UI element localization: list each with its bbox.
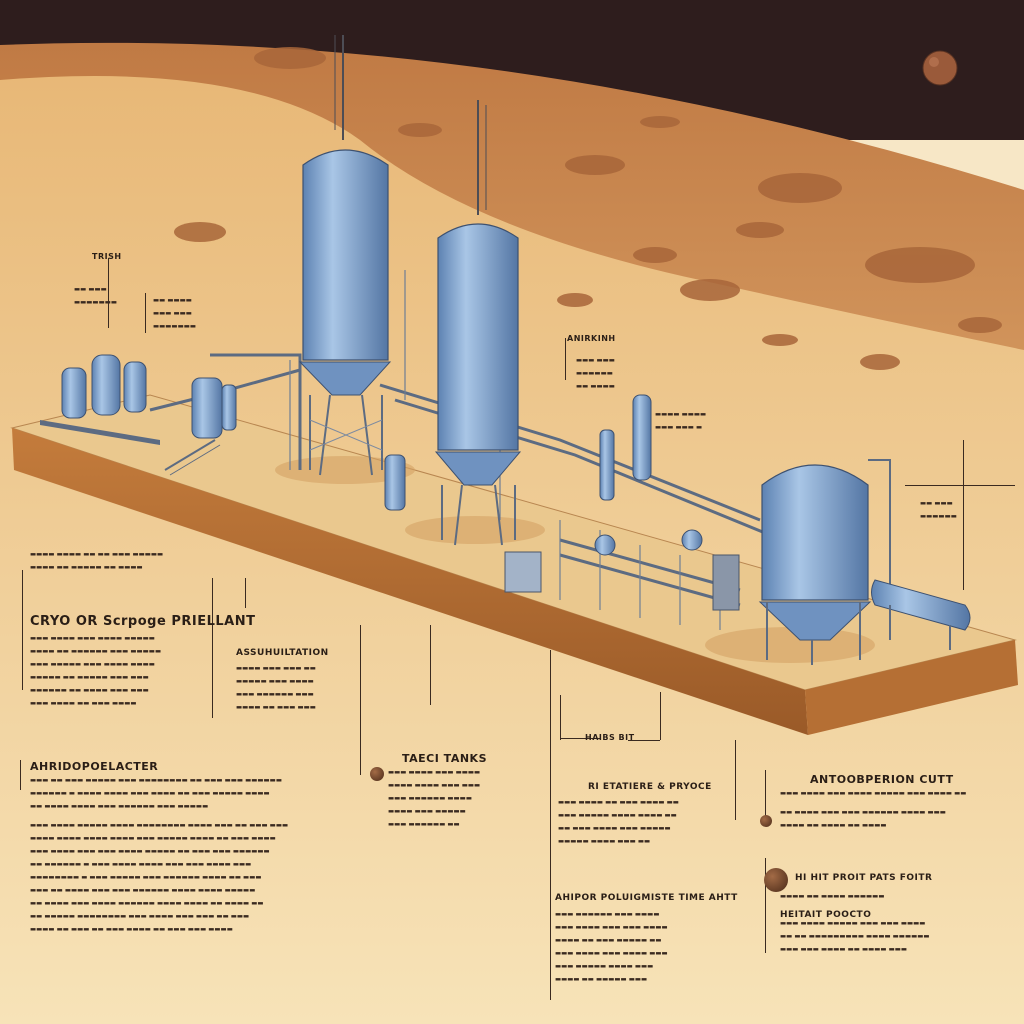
leader-line [212,578,213,718]
storage-silo-icon [758,459,891,665]
leader-line [550,650,551,1000]
planet-icon [922,50,958,86]
effluent-text: ▬▬▬ ▬▬▬▬ ▬▬ ▬▬▬ ▬▬▬▬ ▬▬▬▬▬ ▬▬▬▬▬ ▬▬▬▬ ▬▬… [558,798,679,845]
sub-title-center: ASSUHUILTATION [236,648,329,658]
tank-tag-mid: ANIRKINH [567,334,616,343]
leader-line [765,770,766,825]
column-tag-text: ▬▬▬▬ ▬▬▬▬▬▬▬ ▬▬▬ ▬ [655,410,707,431]
leader-line [963,440,964,590]
liquid-title: AHRIDOPOELACTER [30,760,159,773]
tank-tag-top-text: ▬▬ ▬▬▬▬▬▬▬▬▬▬ [74,285,117,306]
leader-line [765,858,766,953]
leader-line [905,485,1015,486]
sub-center-text: ▬▬▬▬ ▬▬▬ ▬▬▬ ▬▬▬▬▬▬▬ ▬▬▬ ▬▬▬▬▬▬▬ ▬▬▬▬▬▬ … [236,664,316,711]
tank-tag-left-text: ▬▬ ▬▬▬▬▬▬▬ ▬▬▬▬▬▬▬▬▬▬ [153,296,196,330]
leader-line [560,738,600,739]
leader-line [430,625,431,705]
tanks-text: ▬▬▬ ▬▬▬▬ ▬▬▬ ▬▬▬▬▬▬▬▬ ▬▬▬▬ ▬▬▬ ▬▬▬▬▬▬ ▬▬… [388,768,481,828]
effluent-title: RI ETATIERE & PRYOCE [588,782,712,792]
tank-tag-mid-text: ▬▬▬ ▬▬▬▬▬▬▬▬▬▬▬ ▬▬▬▬ [576,356,615,390]
leader-line [560,695,561,740]
left-intro-text: ▬▬▬▬ ▬▬▬▬ ▬▬ ▬▬ ▬▬▬ ▬▬▬▬▬▬▬▬▬ ▬▬ ▬▬▬▬▬ ▬… [30,550,164,571]
leader-line [20,760,21,790]
liquid-text: ▬▬▬ ▬▬ ▬▬▬ ▬▬▬▬▬ ▬▬▬ ▬▬▬▬▬▬▬▬ ▬▬ ▬▬▬ ▬▬▬… [30,776,289,933]
compressor-icon [40,354,237,476]
leader-line [108,258,109,328]
tank-tag-top: TRISH [92,252,122,261]
plant-text: ▬▬▬▬ ▬▬ ▬▬▬▬ ▬▬▬▬▬▬▬▬▬ ▬▬▬▬ ▬▬▬▬▬ ▬▬▬ ▬▬… [780,892,930,953]
right-text: ▬▬▬ ▬▬▬▬ ▬▬▬ ▬▬▬▬ ▬▬▬▬▬ ▬▬▬ ▬▬▬▬ ▬▬▬▬ ▬▬… [780,789,967,829]
platform-side [12,428,808,735]
propellant-title: CRYO OR Scrpoge PRIELLANT [30,614,256,629]
production-text: ▬▬▬ ▬▬▬▬▬▬ ▬▬▬ ▬▬▬▬▬▬▬ ▬▬▬▬ ▬▬▬ ▬▬▬ ▬▬▬▬… [555,910,668,983]
right-tag-text: ▬▬ ▬▬▬▬▬▬▬▬▬ [920,499,957,520]
mars-sphere-icon [764,868,788,892]
base-tag: HAIBS BIT [585,733,635,742]
horizontal-tank [871,579,971,650]
leader-line [245,578,246,608]
leader-line [565,338,566,380]
mars-sphere-icon [760,815,772,827]
leader-line [628,740,660,741]
plant-title: HI HIT PROIT PATS FOITR [795,873,933,883]
leader-line [360,625,361,775]
leader-line [145,293,146,333]
distillation-column [594,394,740,611]
storage-silo-icon [434,100,522,546]
plant-sub: HEITAIT POOCTO [780,910,872,920]
leader-line [22,570,23,690]
right-title: ANTOOBPERION CUTT [810,773,954,786]
leader-line [735,740,736,820]
storage-silo-icon [298,35,392,476]
leader-line [660,692,661,740]
propellant-text: ▬▬▬ ▬▬▬▬ ▬▬▬ ▬▬▬▬ ▬▬▬▬▬▬▬▬▬ ▬▬ ▬▬▬▬▬▬ ▬▬… [30,634,162,707]
production-title: AHIPOR POLUIGMISTE TIME AHTT [555,893,738,903]
sand-mounds [174,47,1002,370]
tanks-title: TAECI TANKS [402,752,487,765]
mars-sphere-icon [370,767,384,781]
